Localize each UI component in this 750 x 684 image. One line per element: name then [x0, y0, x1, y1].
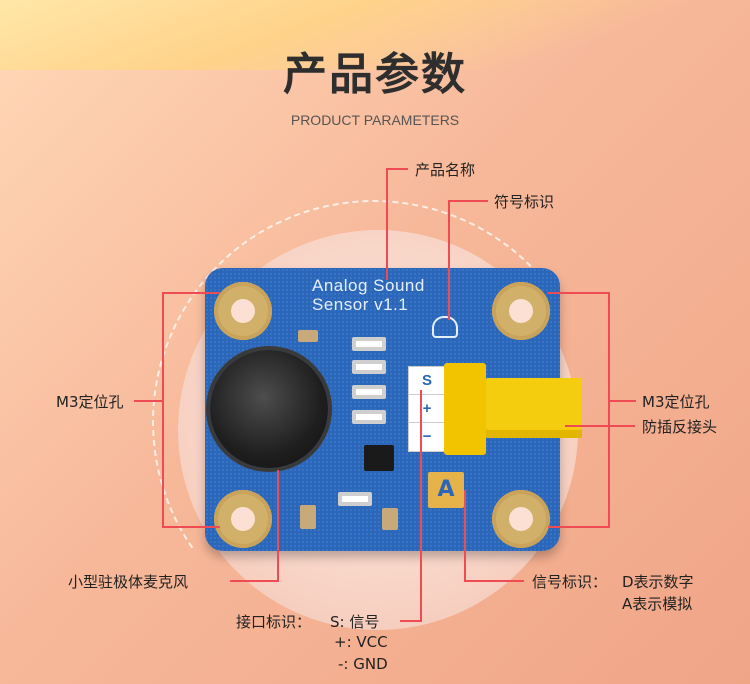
pin-label-plus: + [409, 395, 445, 423]
callout-product-name: 产品名称 [415, 161, 476, 179]
callout-connector-line [548, 292, 610, 294]
smd-resistor-3 [352, 385, 386, 399]
callout-interface-gnd: -: GND [338, 655, 388, 673]
callout-m3-right: M3定位孔 [642, 393, 710, 411]
callout-connector-line [162, 292, 164, 527]
smd-resistor-4 [352, 410, 386, 424]
connector-header [444, 363, 486, 455]
mount-hole-top-left [214, 282, 272, 340]
top-decoration [0, 0, 750, 70]
callout-connector-line [230, 580, 279, 582]
callout-connector-line [448, 200, 488, 202]
smd-capacitor-1 [298, 330, 318, 342]
callout-connector-line [400, 620, 422, 622]
callout-m3-left: M3定位孔 [56, 393, 124, 411]
callout-connector-line [386, 168, 408, 170]
connector-plug [486, 378, 582, 438]
callout-signal-d: D表示数字 [622, 573, 694, 591]
callout-connector-line [464, 490, 466, 582]
mount-hole-bottom-left [214, 490, 272, 548]
callout-connector-line [608, 400, 636, 402]
callout-connector-line [162, 292, 220, 294]
analog-logo: A [428, 472, 464, 508]
callout-anti-reverse: 防插反接头 [642, 418, 718, 436]
callout-connector-line [134, 400, 162, 402]
board-label-line1: Analog Sound [312, 276, 425, 295]
callout-connector-line [548, 526, 610, 528]
mount-hole-bottom-right [492, 490, 550, 548]
smd-resistor-2 [352, 360, 386, 374]
callout-connector-line [386, 168, 388, 280]
callout-interface-vcc: +: VCC [334, 633, 388, 651]
smd-resistor-1 [352, 337, 386, 351]
callout-connector-line [565, 425, 635, 427]
mount-hole-top-right [492, 282, 550, 340]
callout-microphone: 小型驻极体麦克风 [68, 573, 189, 591]
page-title: 产品参数 [283, 49, 467, 100]
callout-interface-s: S: 信号 [330, 613, 380, 631]
callout-connector-line [277, 470, 279, 582]
callout-symbol-mark: 符号标识 [494, 193, 555, 211]
page-subtitle: PRODUCT PARAMETERS [290, 112, 460, 128]
callout-signal-title: 信号标识： [532, 573, 608, 591]
callout-connector-line [162, 526, 220, 528]
smd-capacitor-2 [300, 505, 316, 529]
smd-resistor-5 [338, 492, 372, 506]
callout-connector-line [464, 580, 524, 582]
pin-label-s: S [409, 367, 445, 395]
callout-interface-title: 接口标识： [236, 613, 312, 631]
board-label-line2: Sensor v1.1 [312, 295, 409, 314]
microphone-component [210, 350, 328, 468]
callout-connector-line [420, 390, 422, 622]
wifi-symbol-icon [432, 316, 458, 338]
smd-capacitor-3 [382, 508, 398, 530]
pin-label-block: S + − [408, 366, 446, 452]
callout-connector-line [608, 292, 610, 528]
callout-signal-a: A表示模拟 [622, 595, 693, 613]
pin-label-minus: − [422, 428, 432, 445]
amplifier-chip [364, 445, 394, 471]
callout-connector-line [448, 200, 450, 320]
